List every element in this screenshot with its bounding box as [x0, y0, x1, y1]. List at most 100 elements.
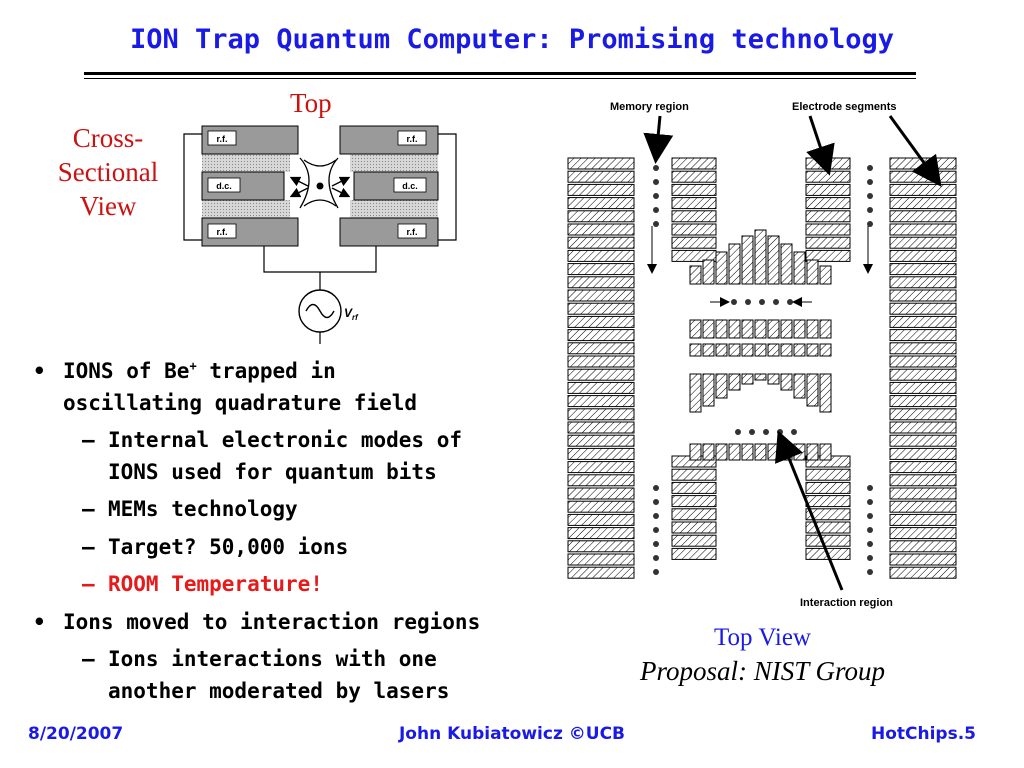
label-rf-1: r.f.: [216, 134, 227, 144]
electrode-segment: [567, 263, 635, 276]
electrode-segment: [671, 197, 717, 210]
ion: [791, 429, 797, 435]
ion: [749, 429, 755, 435]
bullet-list: • IONS of Be+ trapped in oscillating qua…: [30, 356, 540, 707]
electrode-segment: [567, 461, 635, 474]
electrode-segment: [805, 170, 851, 183]
electrode-bar: [806, 373, 819, 407]
electrode-bar: [819, 319, 832, 339]
electrode-segment: [889, 487, 957, 500]
electrode-bar: [793, 251, 806, 285]
electrode-bar: [754, 229, 767, 285]
sub-bullet-target: – Target? 50,000 ions: [82, 534, 349, 559]
electrode-segment: [567, 289, 635, 302]
electrode-segment: [889, 342, 957, 355]
electrode-segment: [567, 395, 635, 408]
ion: [777, 429, 783, 435]
label-rf-4: r.f.: [406, 227, 417, 237]
electrode-segment: [671, 481, 717, 494]
electrode-segment: [889, 474, 957, 487]
electrode-segment: [671, 534, 717, 547]
label-dc-1: d.c.: [216, 181, 232, 191]
electrode-segment: [567, 434, 635, 447]
top-label: Top: [290, 88, 332, 118]
electrode-segment: [567, 408, 635, 421]
sub-bullet-room-temperature: – ROOM Temperature!: [82, 572, 323, 596]
electrode-segment: [567, 368, 635, 381]
ion: [867, 513, 873, 519]
electrode-bar: [728, 373, 741, 391]
electrode-segment: [889, 223, 957, 236]
title-rule-thin: [84, 78, 916, 79]
electrode-segment: [567, 421, 635, 434]
cross-label-line-1: Cross-: [72, 123, 144, 153]
electrode-segment: [671, 157, 717, 170]
label-rf-3: r.f.: [216, 227, 227, 237]
electrode-bar: [767, 373, 780, 385]
electrode-bar: [767, 343, 780, 357]
electrode-bar: [728, 343, 741, 357]
electrode-bar: [741, 443, 754, 461]
electrode-bar: [741, 319, 754, 339]
electrode-segment: [805, 183, 851, 196]
cross-label-line-2: Sectional: [57, 156, 159, 187]
electrode-segment: [889, 500, 957, 513]
ion: [773, 299, 779, 305]
electrode-segment: [567, 315, 635, 328]
electrode-stack-right: [889, 157, 957, 579]
rf-source-label: Vrf: [344, 306, 359, 322]
ion: [867, 207, 873, 213]
electrode-segment: [671, 508, 717, 521]
field-lines: [289, 157, 351, 209]
electrode-segment: [567, 513, 635, 526]
footer-author: John Kubiatowicz ©UCB: [398, 724, 626, 744]
electrode-segment: [567, 210, 635, 223]
memory-region-label: Memory region: [610, 101, 689, 113]
electrode-segment: [889, 408, 957, 421]
electrode-bar: [754, 443, 767, 461]
electrode-segment: [889, 447, 957, 460]
ion: [787, 299, 793, 305]
electrode-segment: [567, 553, 635, 566]
electrode-segment: [567, 249, 635, 262]
electrode-segment: [889, 434, 957, 447]
footer-date: 8/20/2007: [28, 724, 124, 744]
top-view-diagram: Memory region Electrode segments Interac…: [567, 101, 957, 609]
bullet-ions-moved: • Ions moved to interaction regions: [33, 609, 481, 634]
electrode-segment: [889, 249, 957, 262]
electrode-bar: [819, 265, 832, 285]
electrode-segment: [567, 302, 635, 315]
sub-bullet-interactions: – Ions interactions with one another mod…: [82, 647, 450, 703]
electrode-bar: [780, 343, 793, 357]
electrode-bar: [702, 443, 715, 461]
electrode-segment: [567, 170, 635, 183]
electrode-bar: [793, 443, 806, 461]
title-rule-thick: [84, 72, 916, 75]
electrode-bar: [715, 343, 728, 357]
ion: [653, 207, 659, 213]
ion: [653, 555, 659, 561]
electrode-segment: [671, 236, 717, 249]
wire-left: [183, 133, 202, 241]
electrode-bar: [741, 343, 754, 357]
ion: [867, 485, 873, 491]
electrode-bar: [793, 373, 806, 399]
electrode-segment: [889, 395, 957, 408]
ion: [867, 555, 873, 561]
ion: [867, 499, 873, 505]
electrode-segment: [567, 342, 635, 355]
electrode-segment: [889, 210, 957, 223]
sub-bullet-internal-modes: – Internal electronic modes of IONS used…: [82, 428, 463, 484]
electrode-segment: [889, 527, 957, 540]
electrode-bar: [715, 319, 728, 339]
footer-page: HotChips.5: [870, 724, 976, 744]
ion: [731, 299, 737, 305]
insulator-right-top: [350, 154, 438, 172]
proposal-caption: Proposal: NIST Group: [639, 656, 886, 686]
top-view-caption: Top View: [714, 624, 811, 651]
electrode-segments-center: [671, 157, 851, 560]
ion: [867, 193, 873, 199]
ion: [653, 569, 659, 575]
electrode-segment: [671, 183, 717, 196]
electrode-bar: [767, 443, 780, 461]
